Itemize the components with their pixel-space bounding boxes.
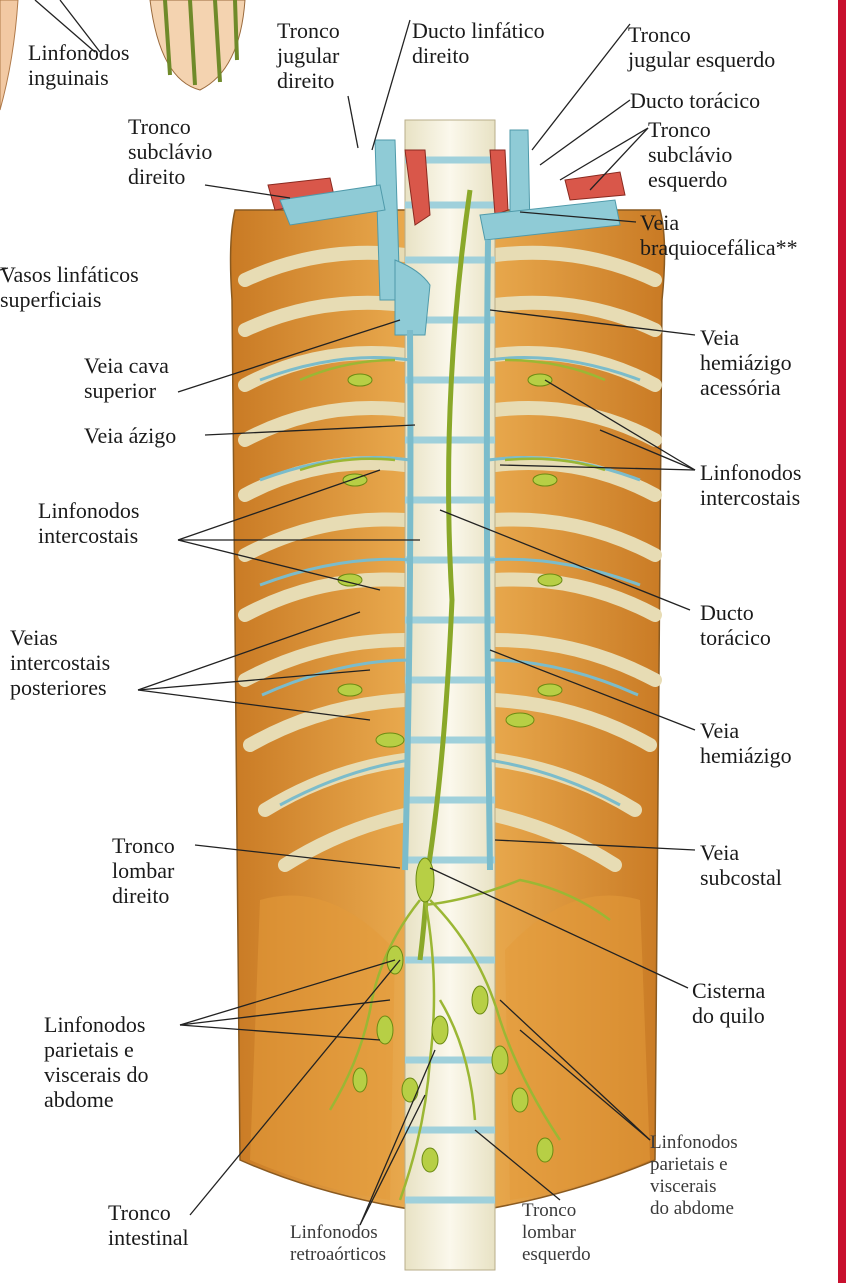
label-cisterna-do-quilo: Cisterna do quilo: [692, 978, 765, 1028]
label-ducto-toracico-top: Ducto torácico: [630, 88, 760, 113]
label-ducto-linfatico-direito: Ducto linfático direito: [412, 18, 545, 68]
label-veia-subcostal: Veia subcostal: [700, 840, 782, 890]
page-edge-bar: [838, 0, 846, 1283]
label-tronco-jugular-esquerdo: Tronco jugular esquerdo: [628, 22, 775, 72]
label-veia-cava-superior: Veia cava superior: [84, 353, 169, 403]
label-linfonodos-retroaorticos: Linfonodos retroaórticos: [290, 1222, 386, 1266]
label-linfonodos-intercostais-left: Linfonodos intercostais: [38, 498, 139, 548]
label-linfonodos-parietais-right: Linfonodos parietais e viscerais do abdo…: [650, 1132, 738, 1220]
label-linfonodos-intercostais-right: Linfonodos intercostais: [700, 460, 801, 510]
label-tronco-lombar-direito: Tronco lombar direito: [112, 833, 175, 908]
label-veia-hemiazigo: Veia hemiázigo: [700, 718, 792, 768]
label-veia-hemiazigo-acessoria: Veia hemiázigo acessória: [700, 325, 792, 400]
label-ducto-toracico-mid: Ducto torácico: [700, 600, 771, 650]
label-linfonodos-parietais-left: Linfonodos parietais e viscerais do abdo…: [44, 1012, 148, 1112]
label-veias-intercostais-posteriores: Veias intercostais posteriores: [10, 625, 110, 700]
label-vasos-linfaticos-superficiais: Vasos linfáticos superficiais: [0, 262, 139, 312]
label-tronco-subclavio-esquerdo: Tronco subclávio esquerdo: [648, 117, 732, 192]
label-tronco-jugular-direito: Tronco jugular direito: [277, 18, 340, 93]
label-tronco-subclavio-direito: Tronco subclávio direito: [128, 114, 212, 189]
label-tronco-intestinal: Tronco intestinal: [108, 1200, 189, 1250]
label-tronco-lombar-esquerdo: Tronco lombar esquerdo: [522, 1200, 591, 1266]
label-veia-braquiocefalica: Veia braquiocefálica**: [640, 210, 798, 260]
label-linfonodos-inguinais: Linfonodos inguinais: [28, 40, 129, 90]
label-veia-azigo: Veia ázigo: [84, 423, 176, 448]
